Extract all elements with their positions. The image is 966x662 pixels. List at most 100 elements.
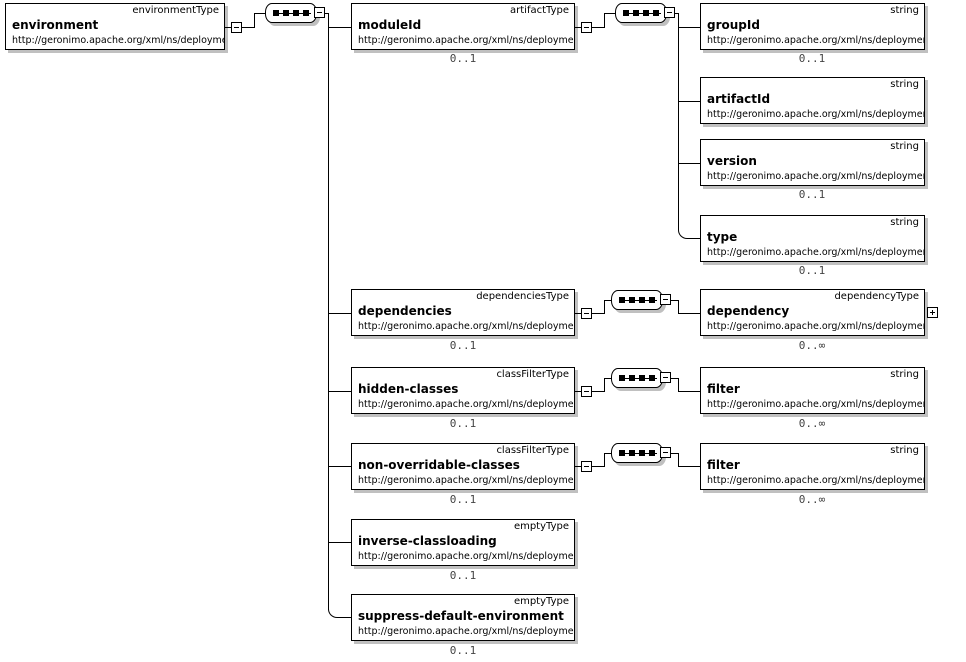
node-type-label: dependenciesType (476, 291, 569, 302)
connector-seq-nonoverridable-step-b (678, 453, 679, 467)
sequence-icon (611, 290, 663, 310)
branch-hidden-classes (328, 391, 351, 392)
connector-moduleId-step-c (604, 13, 616, 14)
node-type-label: string (890, 369, 919, 380)
cardinality-inverse-classloading: 0..1 (449, 569, 477, 582)
cardinality-non-overridable-classes: 0..1 (449, 493, 477, 506)
node-type-label: dependencyType (834, 291, 919, 302)
node-namespace-label: http://geronimo.apache.org/xml/ns/deploy… (707, 321, 924, 332)
node-dependency[interactable]: dependencyType dependency http://geronim… (700, 289, 925, 336)
expander-hidden-classes[interactable] (581, 386, 592, 397)
trunk-artifact-children (678, 13, 679, 223)
sequence-icon (265, 3, 317, 23)
node-artifactId[interactable]: string artifactId http://geronimo.apache… (700, 77, 925, 124)
connector-seq-hidden-step-a (671, 378, 679, 379)
connector-seq-dependencies-step-b (678, 300, 679, 314)
connector-nonoverridable-step-a (592, 466, 604, 467)
connector-seq-hidden-step-c (678, 391, 700, 392)
node-suppress-default-environment[interactable]: emptyType suppress-default-environment h… (351, 594, 575, 641)
connector-hidden-classes-expander (575, 391, 581, 392)
node-version[interactable]: string version http://geronimo.apache.or… (700, 139, 925, 186)
connector-nonoverridable-step-c (604, 453, 612, 454)
node-name-label: filter (707, 458, 740, 472)
expander-dependency[interactable] (927, 307, 938, 318)
sequence-dot (649, 450, 655, 456)
sequence-dot (643, 10, 649, 16)
connector-hidden-step-c (604, 378, 612, 379)
node-moduleId[interactable]: artifactType moduleId http://geronimo.ap… (351, 3, 575, 50)
cardinality-version: 0..1 (798, 188, 826, 201)
cardinality-groupId: 0..1 (798, 52, 826, 65)
connector-dependencies-step-c (604, 300, 612, 301)
node-name-label: dependency (707, 304, 790, 318)
connector-moduleId-expander (575, 27, 581, 28)
node-name-label: type (707, 230, 738, 244)
node-namespace-label: http://geronimo.apache.org/xml/ns/deploy… (707, 109, 924, 120)
connector-seq-nonoverridable-step-c (678, 466, 700, 467)
node-hidden-classes[interactable]: classFilterType hidden-classes http://ge… (351, 367, 575, 414)
expander-environment[interactable] (231, 22, 242, 33)
node-namespace-label: http://geronimo.apache.org/xml/ns/deploy… (707, 475, 924, 486)
sequence-compositor-non-overridable-classes[interactable] (611, 443, 667, 467)
node-filter-hidden[interactable]: string filter http://geronimo.apache.org… (700, 367, 925, 414)
expander-environment-sequence[interactable] (314, 7, 325, 18)
node-type-label: artifactType (510, 5, 569, 16)
connector-nonoverridable-expander (575, 466, 581, 467)
expander-moduleId-sequence[interactable] (664, 7, 675, 18)
node-type-label: string (890, 5, 919, 16)
branch-type (689, 238, 700, 239)
node-name-label: moduleId (358, 18, 422, 32)
cardinality-suppress-default-environment: 0..1 (449, 644, 477, 657)
expander-dependencies[interactable] (581, 308, 592, 319)
sequence-compositor-hidden-classes[interactable] (611, 368, 667, 392)
connector-moduleId-step-a (592, 27, 604, 28)
connector-dependencies-step-b (604, 300, 605, 314)
node-type-label: string (890, 217, 919, 228)
sequence-dot (303, 10, 309, 16)
branch-moduleId (328, 27, 351, 28)
connector-seq-hidden-step-b (678, 378, 679, 392)
node-groupId[interactable]: string groupId http://geronimo.apache.or… (700, 3, 925, 50)
node-type-label: classFilterType (496, 369, 569, 380)
node-name-label: suppress-default-environment (358, 609, 564, 623)
expander-hidden-classes-sequence[interactable] (660, 372, 671, 383)
node-namespace-label: http://geronimo.apache.org/xml/ns/deploy… (358, 35, 574, 46)
sequence-dot (639, 297, 645, 303)
expander-non-overridable-classes-sequence[interactable] (660, 447, 671, 458)
branch-suppress-default-environment (339, 617, 351, 618)
node-filter-non-overridable[interactable]: string filter http://geronimo.apache.org… (700, 443, 925, 490)
sequence-compositor-dependencies[interactable] (611, 290, 667, 314)
node-type-label: emptyType (513, 521, 569, 532)
sequence-dot (629, 375, 635, 381)
branch-version (678, 163, 700, 164)
node-name-label: inverse-classloading (358, 534, 497, 548)
sequence-compositor-environment[interactable] (265, 3, 321, 27)
expander-moduleId[interactable] (581, 22, 592, 33)
cardinality-dependencies: 0..1 (449, 339, 477, 352)
node-name-label: environment (12, 18, 99, 32)
node-inverse-classloading[interactable]: emptyType inverse-classloading http://ge… (351, 519, 575, 566)
node-type[interactable]: string type http://geronimo.apache.org/x… (700, 215, 925, 262)
trunk-environment-elbow (328, 600, 340, 618)
connector-nonoverridable-step-b (604, 453, 605, 467)
node-dependencies[interactable]: dependenciesType dependencies http://ger… (351, 289, 575, 336)
node-name-label: dependencies (358, 304, 452, 318)
sequence-icon (615, 3, 667, 23)
branch-artifactId (678, 101, 700, 102)
node-non-overridable-classes[interactable]: classFilterType non-overridable-classes … (351, 443, 575, 490)
sequence-dot (649, 297, 655, 303)
sequence-compositor-moduleId[interactable] (615, 3, 671, 27)
cardinality-type: 0..1 (798, 264, 826, 277)
trunk-artifact-elbow (678, 222, 690, 239)
sequence-dot (273, 10, 279, 16)
node-environment[interactable]: environmentType environment http://geron… (5, 3, 225, 50)
sequence-dot (283, 10, 289, 16)
sequence-line (623, 13, 661, 14)
expander-dependencies-sequence[interactable] (660, 294, 671, 305)
expander-non-overridable-classes[interactable] (581, 461, 592, 472)
node-namespace-label: http://geronimo.apache.org/xml/ns/deploy… (358, 551, 574, 562)
connector-moduleId-step-b (604, 13, 605, 28)
connector-seq-dependencies-step-c (678, 313, 700, 314)
node-type-label: emptyType (513, 596, 569, 607)
connector-env-step-c (254, 13, 266, 14)
